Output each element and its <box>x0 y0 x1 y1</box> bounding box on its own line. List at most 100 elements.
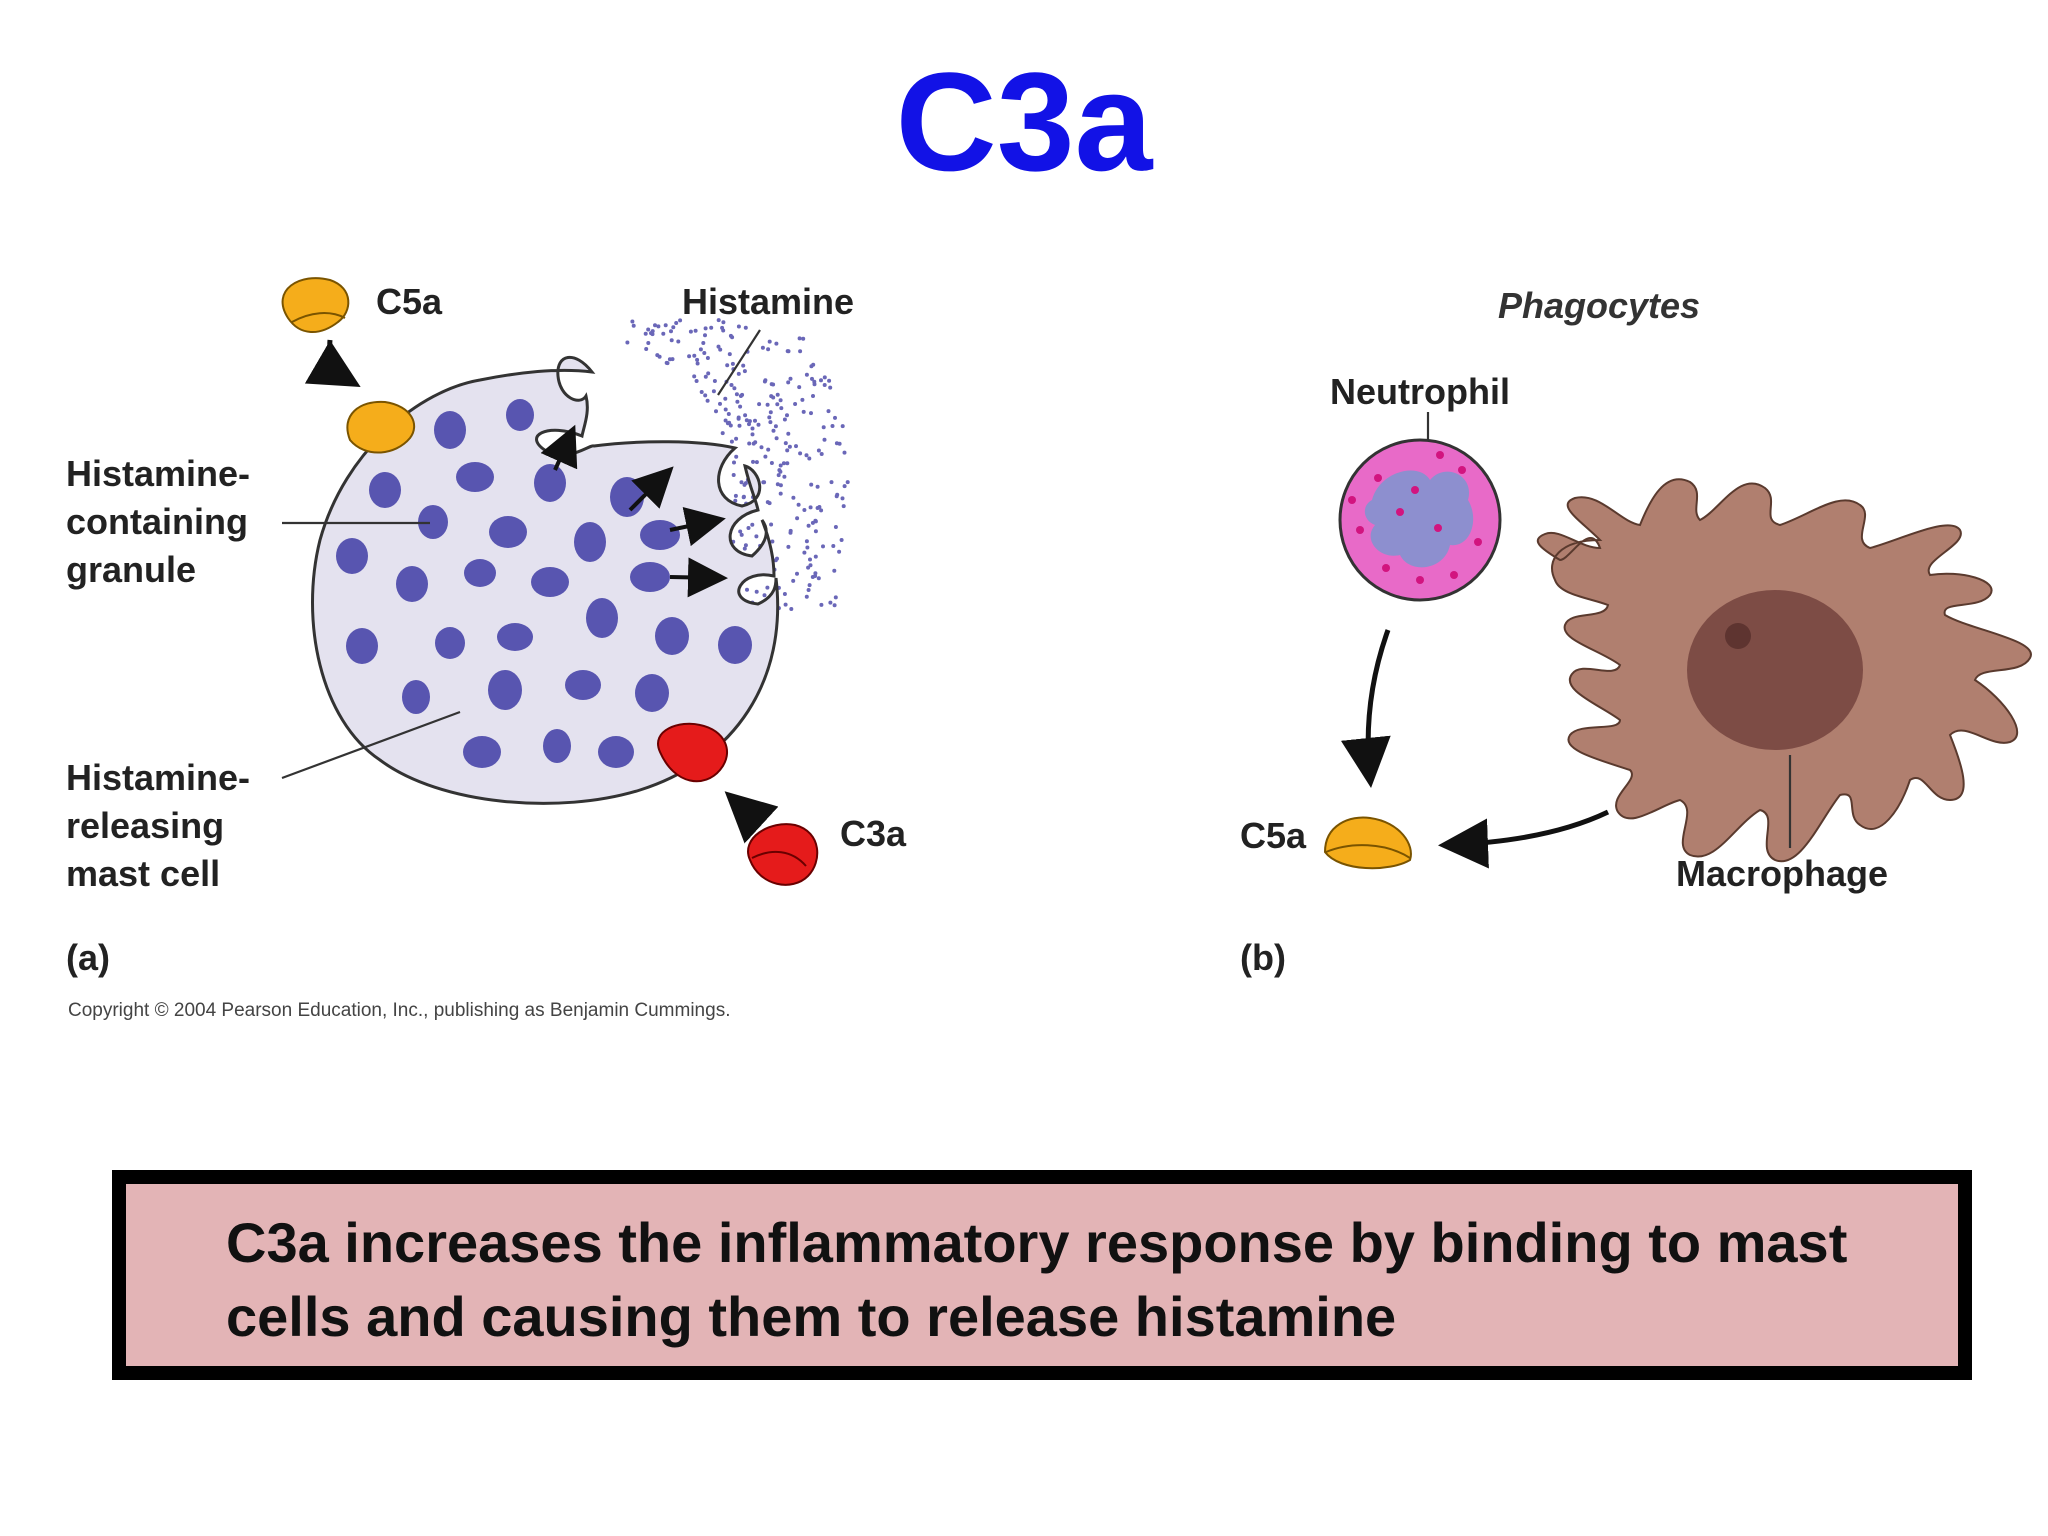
histamine-dot <box>774 436 779 441</box>
histamine-dot <box>773 424 778 429</box>
histamine-dot <box>732 386 737 391</box>
histamine-dot <box>695 361 700 366</box>
histamine-dot <box>826 409 831 414</box>
c5a-molecule-b <box>1323 816 1412 870</box>
page-title: C3a <box>895 43 1153 200</box>
histamine-dot <box>669 329 673 334</box>
histamine-dot <box>804 453 809 458</box>
histamine-dot <box>754 589 759 594</box>
histamine-dot <box>802 550 807 555</box>
histamine-dot <box>822 375 827 380</box>
histamine-dot <box>744 418 749 423</box>
histamine-dot <box>819 508 824 513</box>
histamine-dot <box>821 425 826 430</box>
label-mast-cell-line2: releasing <box>66 805 224 846</box>
histamine-dot <box>754 534 759 539</box>
histamine-dot <box>813 554 818 559</box>
histamine-dot <box>770 539 775 544</box>
histamine-dot <box>747 422 751 427</box>
label-neutrophil: Neutrophil <box>1330 371 1510 412</box>
granule <box>435 627 465 659</box>
granule <box>630 562 670 592</box>
histamine-dot <box>692 353 697 358</box>
histamine-dot <box>728 333 733 338</box>
histamine-dot <box>756 422 761 427</box>
granule <box>506 399 534 431</box>
histamine-dot <box>732 460 736 465</box>
granule <box>598 736 634 768</box>
granule <box>402 680 430 714</box>
histamine-dot <box>702 351 707 355</box>
histamine-dot <box>782 417 787 422</box>
histamine-dot <box>817 505 822 509</box>
histamine-dot <box>694 379 699 383</box>
histamine-dot <box>723 396 728 401</box>
histamine-dot <box>768 420 773 425</box>
histamine-dot <box>709 325 714 330</box>
leader-lines <box>281 329 761 780</box>
histamine-dot <box>828 385 833 390</box>
histamine-dot <box>701 341 706 345</box>
histamine-dot <box>741 495 746 500</box>
histamine-dot <box>774 341 779 346</box>
histamine-dot <box>753 418 757 423</box>
granule <box>640 520 680 550</box>
granule <box>488 670 522 710</box>
histamine-dot <box>737 423 742 428</box>
histamine-dot <box>771 428 776 433</box>
granule <box>655 617 689 655</box>
histamine-dot <box>734 436 739 441</box>
histamine-dot <box>765 585 770 590</box>
histamine-dot <box>695 357 700 362</box>
histamine-dot <box>655 353 660 358</box>
label-phagocytes: Phagocytes <box>1498 285 1700 326</box>
histamine-dot <box>840 496 845 501</box>
histamine-dot <box>751 441 756 446</box>
granule <box>418 505 448 539</box>
histamine-dot <box>785 349 790 354</box>
histamine-dot <box>751 459 755 464</box>
histamine-dot <box>649 331 653 336</box>
granule <box>718 626 752 664</box>
histamine-dot <box>766 447 771 452</box>
histamine-dot <box>734 454 739 459</box>
histamine-dot <box>693 328 698 333</box>
histamine-dot <box>762 379 767 384</box>
histamine-dot <box>699 390 704 394</box>
summary-callout: C3a increases the inflammatory response … <box>112 1170 1972 1380</box>
granules <box>336 399 752 768</box>
histamine-dot <box>669 338 674 343</box>
histamine-dot <box>739 480 744 485</box>
c5a-bound-molecule <box>346 400 415 454</box>
histamine-dot <box>698 347 703 352</box>
granule <box>531 567 569 597</box>
histamine-dot <box>739 532 744 537</box>
histamine-dot <box>734 392 739 397</box>
histamine-dot <box>743 413 748 418</box>
histamine-dot <box>789 607 794 611</box>
histamine-dot <box>703 326 708 331</box>
neutrophil <box>1338 438 1502 602</box>
histamine-dot <box>661 331 666 336</box>
histamine-dot <box>807 583 812 588</box>
histamine-dot <box>743 543 748 548</box>
histamine-dot <box>833 525 838 529</box>
histamine-dot <box>795 516 800 521</box>
label-histamine: Histamine <box>682 281 854 322</box>
histamine-dot <box>801 336 806 341</box>
histamine-dot <box>720 431 725 436</box>
histamine-dot <box>778 491 783 496</box>
histamine-dot <box>809 482 814 487</box>
histamine-dot <box>743 325 748 330</box>
histamine-dot <box>769 394 774 399</box>
histamine-dot <box>782 474 787 479</box>
histamine-dot <box>718 401 722 406</box>
histamine-dot <box>738 404 743 409</box>
label-granule-line3: granule <box>66 549 196 590</box>
histamine-dot <box>736 324 741 329</box>
histamine-dot <box>816 448 821 453</box>
histamine-dot <box>804 372 809 377</box>
histamine-dot <box>791 495 796 500</box>
granule <box>586 598 618 638</box>
histamine-dot <box>786 380 791 385</box>
